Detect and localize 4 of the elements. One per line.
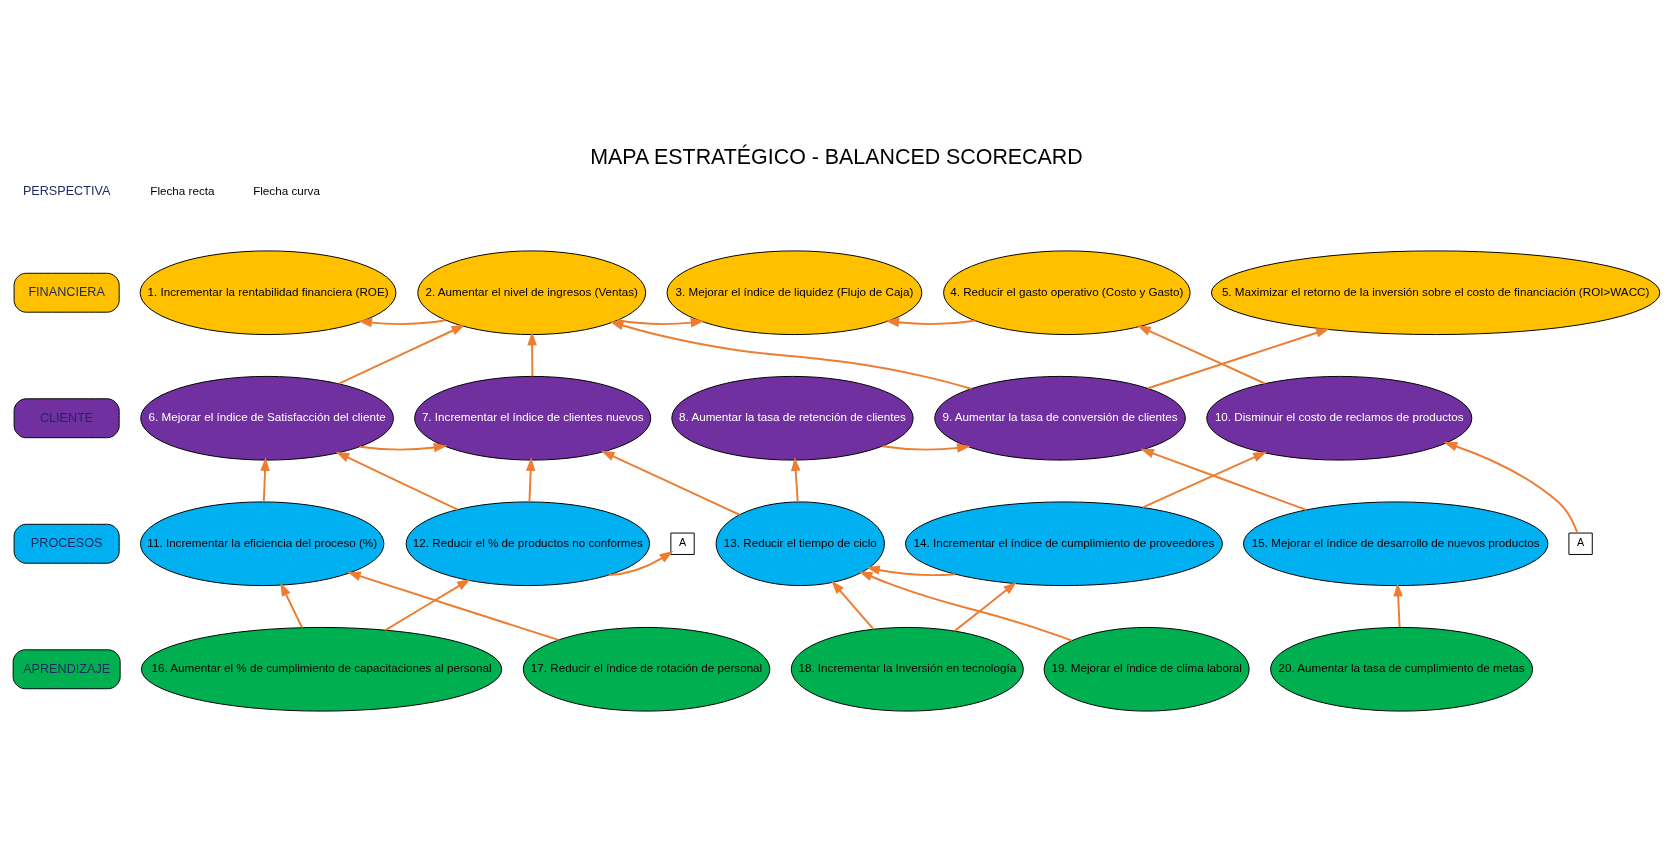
legend-label: Flecha recta bbox=[150, 183, 215, 197]
diagram-title: MAPA ESTRATÉGICO - BALANCED SCORECARD bbox=[590, 144, 1083, 169]
label: PERSPECTIVA bbox=[22, 183, 111, 198]
legend-label: Flecha curva bbox=[253, 183, 320, 197]
